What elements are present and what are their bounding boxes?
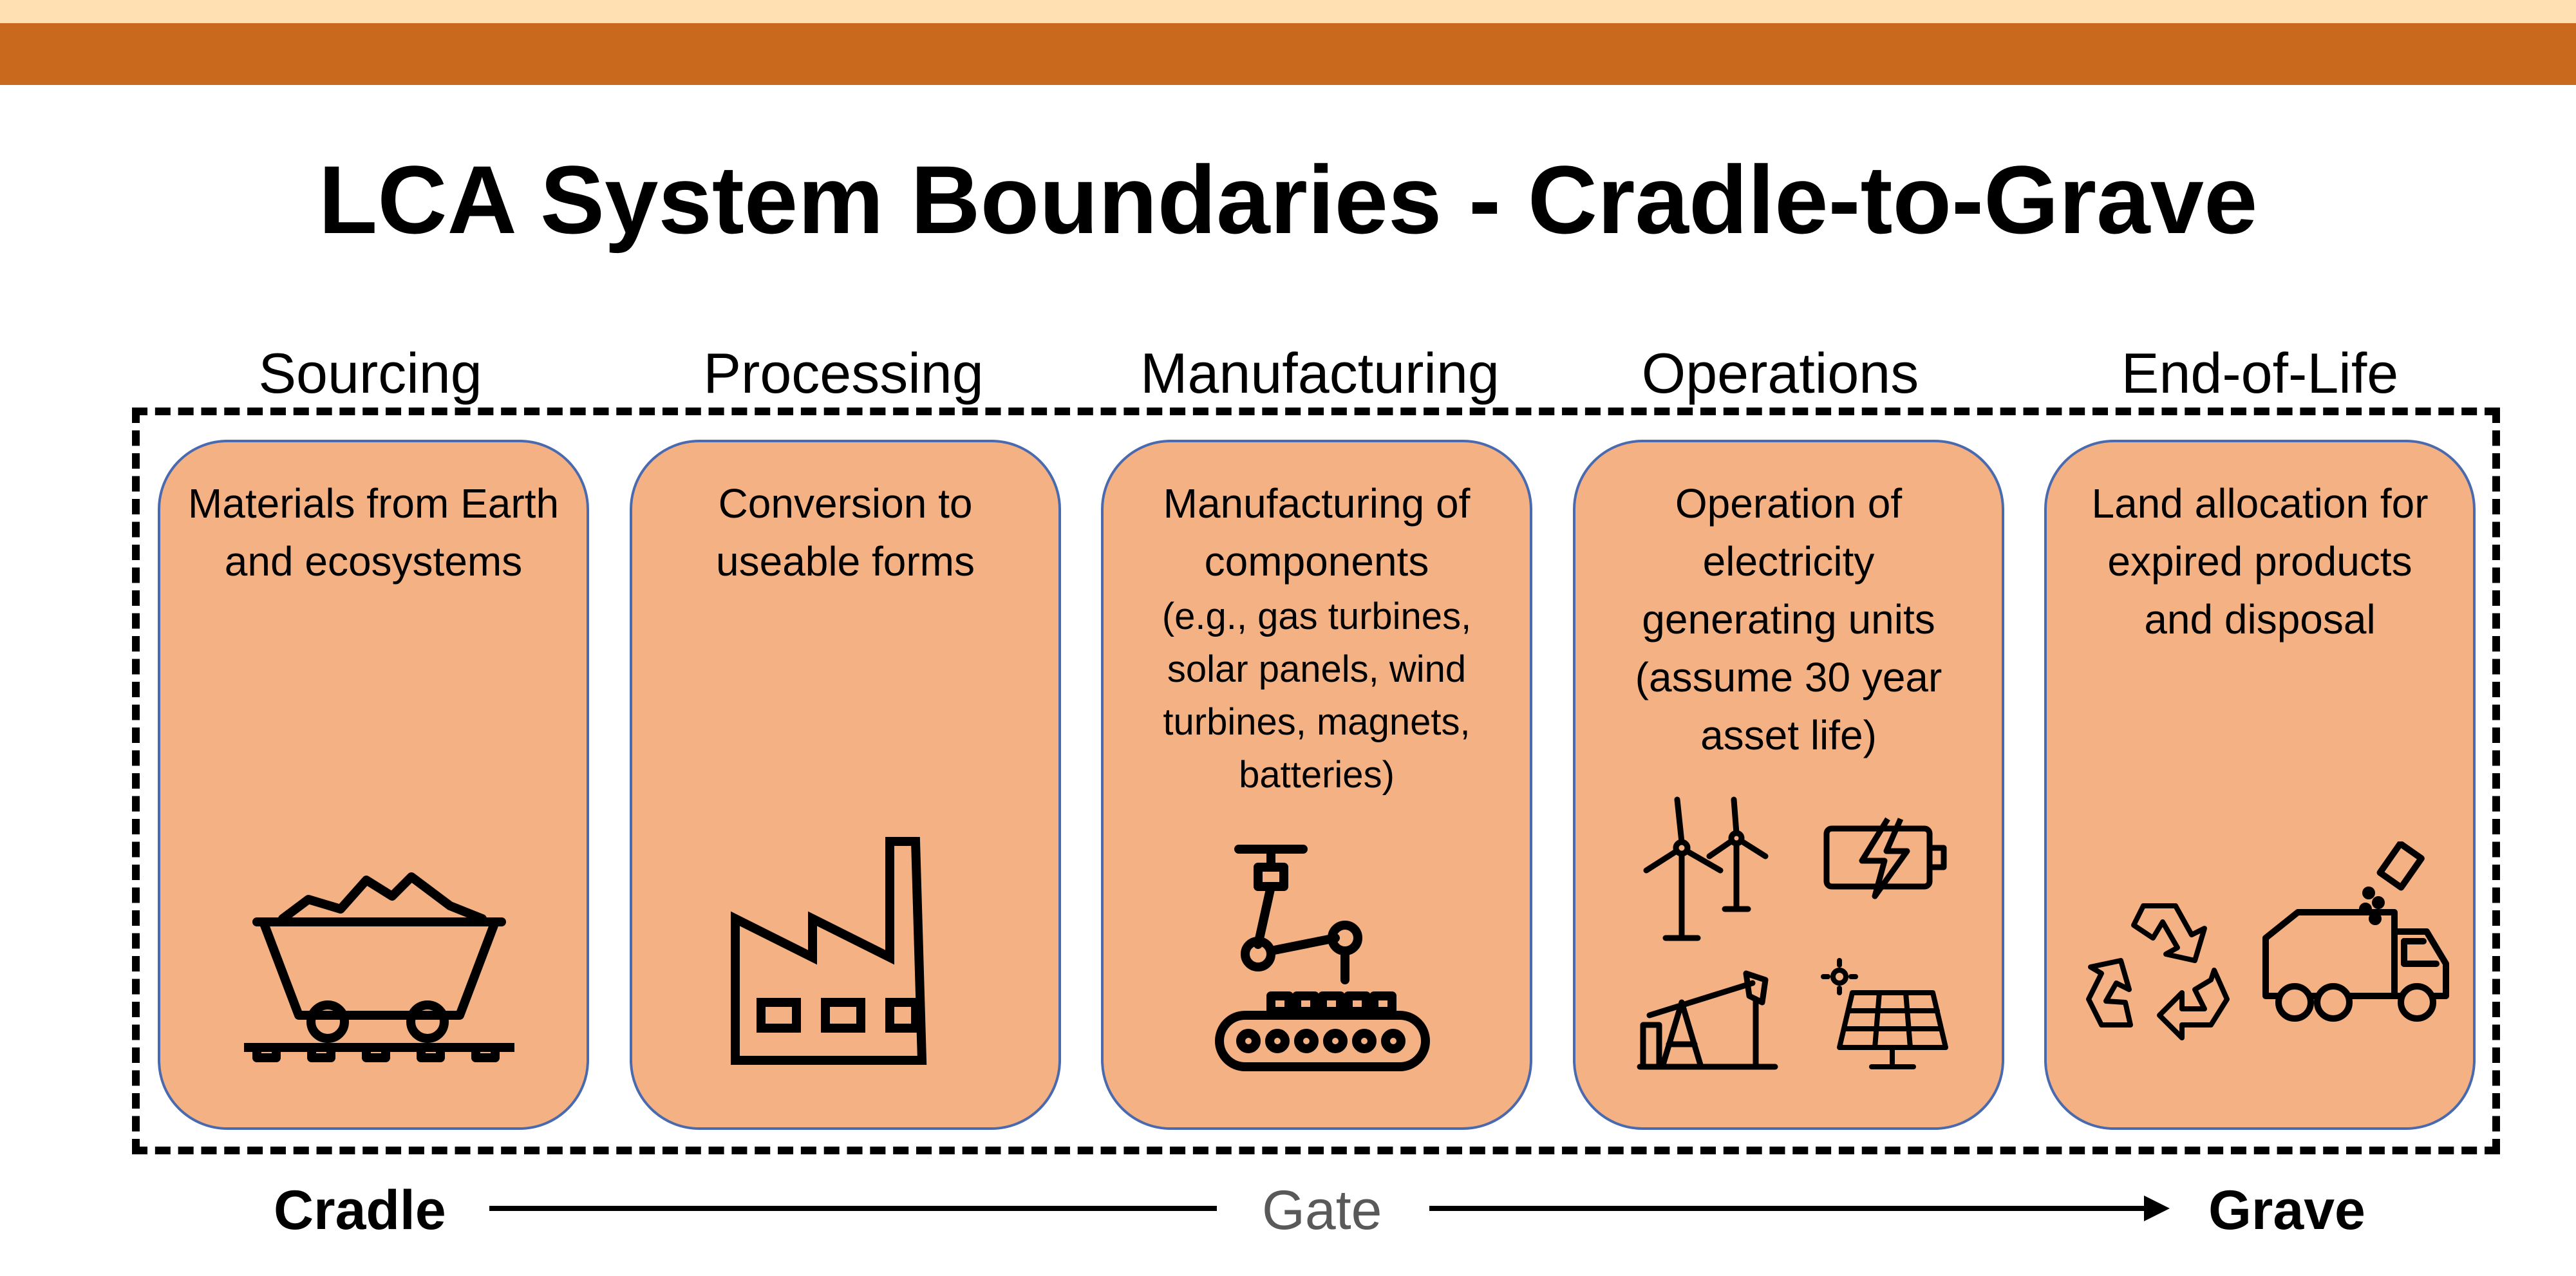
mine-cart-icon	[244, 848, 514, 1067]
battery-charging-icon	[1823, 816, 1952, 899]
oil-pump-jack-icon	[1637, 964, 1778, 1073]
stage-label-end-of-life: End-of-Life	[2121, 341, 2399, 405]
stage-description: Land allocation for expired products and…	[2091, 480, 2429, 643]
stage-description: Materials from Earth and ecosystems	[187, 480, 559, 585]
top-band-dark	[0, 23, 2576, 85]
stage-card-end-of-life: Land allocation for expired products and…	[2044, 440, 2476, 1130]
stage-description: Operation of electricity generating unit…	[1635, 480, 1942, 758]
solar-panel-icon	[1820, 957, 1949, 1073]
stage-card-sourcing: Materials from Earth and ecosystems	[158, 440, 589, 1130]
stage-description: Manufacturing of components	[1163, 480, 1471, 585]
timeline-arrowhead	[2144, 1196, 2170, 1221]
recycle-icon	[2085, 893, 2233, 1041]
timeline-middle-gate: Gate	[1262, 1179, 1382, 1241]
timeline-line-right	[1429, 1206, 2150, 1211]
top-band-light	[0, 0, 2576, 23]
stage-card-manufacturing: Manufacturing of components (e.g., gas t…	[1101, 440, 1532, 1130]
stage-label-manufacturing: Manufacturing	[1140, 341, 1500, 405]
system-boundary	[132, 408, 2500, 1154]
page-title: LCA System Boundaries - Cradle-to-Grave	[318, 145, 2258, 254]
stage-card-processing: Conversion to useable forms	[630, 440, 1061, 1130]
stage-examples: (e.g., gas turbines, solar panels, wind …	[1161, 596, 1472, 796]
stage-description: Conversion to useable forms	[716, 480, 975, 585]
stage-label-operations: Operations	[1641, 341, 1919, 405]
robotic-arm-conveyor-icon	[1213, 841, 1432, 1086]
stage-label-sourcing: Sourcing	[258, 341, 482, 405]
timeline-line-left	[489, 1206, 1217, 1211]
wind-turbines-icon	[1640, 793, 1769, 941]
garbage-truck-icon	[2259, 841, 2452, 1035]
factory-icon	[729, 835, 973, 1067]
stage-card-operations: Operation of electricity generating unit…	[1573, 440, 2004, 1130]
timeline-start-cradle: Cradle	[274, 1179, 446, 1241]
timeline-end-grave: Grave	[2208, 1179, 2365, 1241]
stage-label-processing: Processing	[703, 341, 984, 405]
